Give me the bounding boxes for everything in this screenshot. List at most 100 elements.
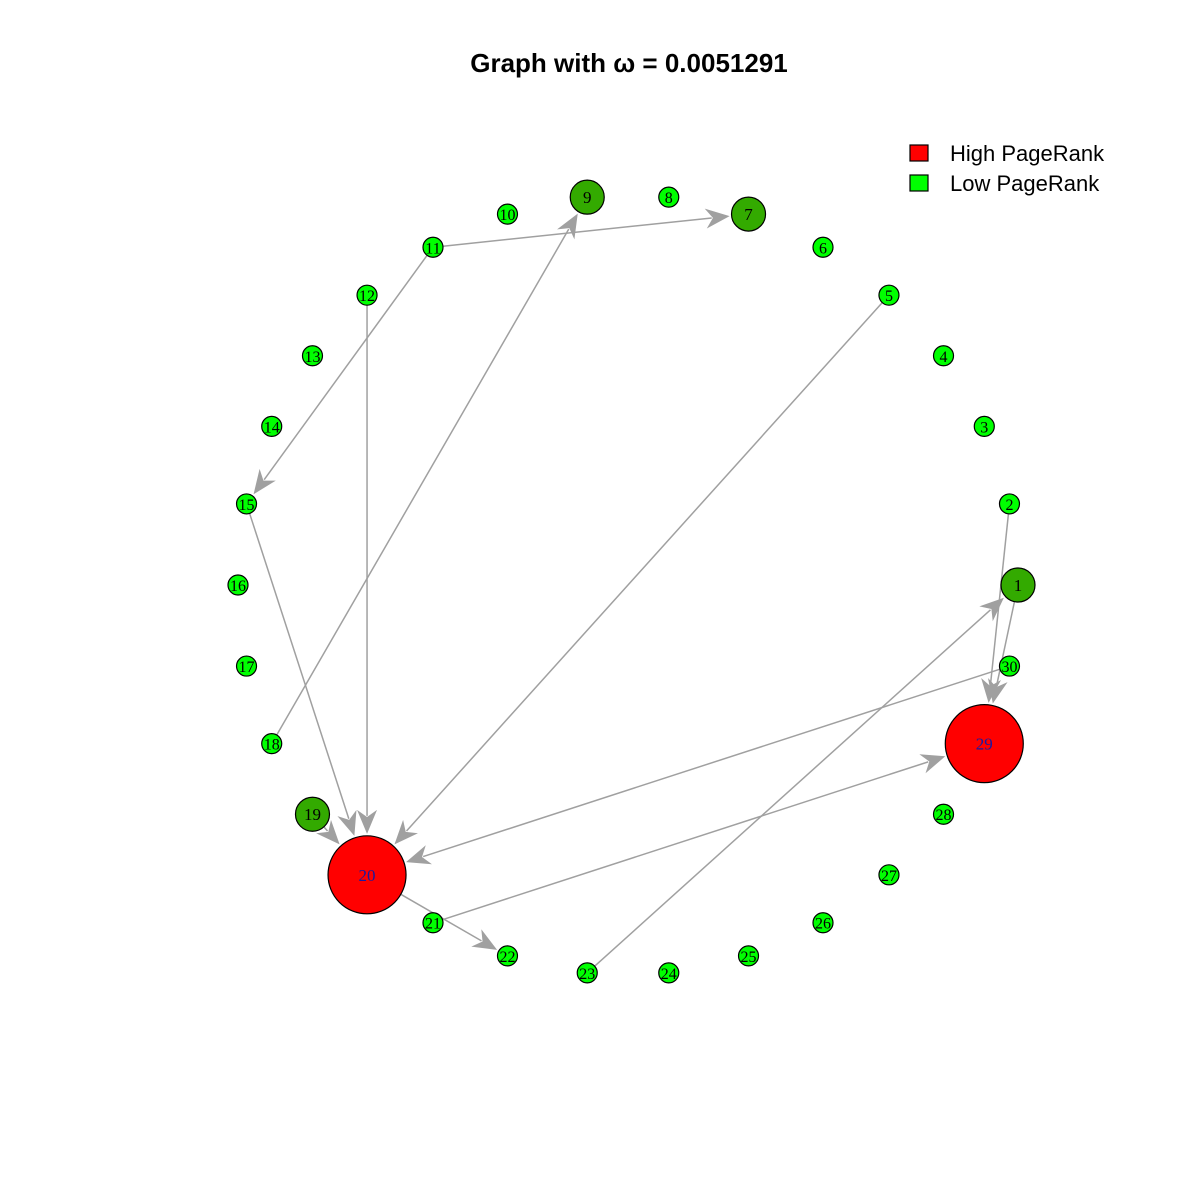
legend-label-high: High PageRank: [950, 141, 1105, 166]
node-circle-11: [422, 236, 444, 258]
node-circle-20: [327, 835, 407, 915]
arrowhead-19-to-20: [316, 819, 340, 845]
edge-11-to-7: [442, 217, 712, 247]
node-label-28: 28: [936, 807, 952, 824]
node-19: 19: [294, 796, 331, 832]
node-25: 25: [737, 945, 760, 967]
legend-label-low: Low PageRank: [950, 171, 1100, 196]
node-4: 4: [932, 345, 955, 367]
node-23: 23: [576, 962, 598, 984]
node-label-5: 5: [885, 288, 893, 305]
node-label-12: 12: [359, 288, 375, 305]
node-circle-25: [737, 945, 760, 967]
node-label-25: 25: [741, 949, 757, 966]
edge-30-to-20: [422, 668, 1001, 858]
node-10: 10: [496, 203, 519, 225]
node-circle-18: [261, 733, 283, 755]
node-label-1: 1: [1014, 576, 1023, 595]
node-29: 29: [944, 704, 1024, 784]
node-circle-1: [1000, 567, 1036, 603]
node-2: 2: [998, 493, 1021, 515]
node-circle-10: [496, 203, 519, 225]
node-circle-21: [422, 912, 444, 934]
arrowhead-15-to-20: [337, 809, 357, 836]
node-label-2: 2: [1005, 497, 1013, 514]
arrowhead-5-to-20: [394, 819, 418, 845]
node-22: 22: [496, 945, 519, 967]
node-circle-30: [998, 655, 1021, 677]
node-label-8: 8: [665, 190, 673, 207]
arrowhead-21-to-29: [919, 754, 946, 774]
node-label-4: 4: [940, 349, 948, 366]
node-30: 30: [998, 655, 1021, 677]
edge-1-to-29: [995, 601, 1016, 687]
edge-15-to-20: [248, 513, 350, 819]
node-label-16: 16: [230, 578, 246, 595]
node-label-18: 18: [264, 737, 280, 754]
edge-23-to-1: [594, 609, 992, 967]
node-label-6: 6: [819, 240, 827, 257]
edge-5-to-20: [405, 302, 883, 832]
node-9: 9: [569, 179, 605, 215]
node-26: 26: [812, 912, 834, 934]
node-circle-22: [496, 945, 519, 967]
arrowhead-1-to-29: [988, 677, 1008, 704]
node-circle-24: [658, 962, 680, 984]
edge-21-to-29: [442, 761, 929, 921]
node-16: 16: [227, 574, 249, 596]
node-label-22: 22: [499, 949, 515, 966]
node-circle-12: [356, 284, 378, 306]
node-circle-9: [569, 179, 605, 215]
node-18: 18: [261, 733, 283, 755]
chart-title: Graph with ω = 0.0051291: [470, 48, 788, 78]
arrowhead-23-to-1: [979, 597, 1004, 622]
node-circle-2: [998, 493, 1021, 515]
node-label-26: 26: [815, 916, 831, 933]
node-circle-19: [294, 796, 331, 832]
arrowhead-30-to-20: [406, 845, 432, 865]
node-21: 21: [422, 912, 444, 934]
arrowhead-20-to-22: [471, 929, 498, 950]
arrowhead-12-to-20: [357, 809, 378, 834]
node-circle-6: [812, 236, 834, 258]
node-label-20: 20: [359, 866, 376, 885]
node-label-9: 9: [583, 188, 592, 207]
node-circle-27: [878, 864, 900, 886]
node-11: 11: [422, 236, 444, 258]
node-circle-26: [812, 912, 834, 934]
node-circle-3: [973, 415, 995, 437]
node-circle-4: [932, 345, 955, 367]
node-12: 12: [356, 284, 378, 306]
node-label-14: 14: [264, 419, 280, 436]
node-20: 20: [327, 835, 407, 915]
node-3: 3: [973, 415, 995, 437]
node-28: 28: [932, 803, 955, 825]
node-circle-23: [576, 962, 598, 984]
node-label-10: 10: [499, 207, 515, 224]
legend-swatch-low: [909, 174, 929, 192]
node-circle-8: [658, 186, 680, 208]
node-7: 7: [730, 196, 767, 232]
node-circle-16: [227, 574, 249, 596]
node-6: 6: [812, 236, 834, 258]
node-circle-14: [261, 415, 283, 437]
node-label-30: 30: [1001, 659, 1017, 676]
node-label-11: 11: [425, 240, 440, 257]
node-label-19: 19: [304, 805, 321, 824]
node-label-15: 15: [239, 497, 255, 514]
node-circle-5: [878, 284, 900, 306]
node-circle-13: [301, 345, 324, 367]
edges: [248, 208, 1016, 967]
node-circle-28: [932, 803, 955, 825]
node-circle-17: [235, 655, 258, 677]
node-5: 5: [878, 284, 900, 306]
arrowhead-11-to-15: [253, 468, 276, 495]
node-label-17: 17: [239, 659, 255, 676]
node-13: 13: [301, 345, 324, 367]
edge-19-to-20: [323, 826, 329, 832]
node-27: 27: [878, 864, 900, 886]
arrowhead-18-to-9: [557, 213, 578, 240]
edge-11-to-15: [263, 254, 428, 481]
node-circle-29: [944, 704, 1024, 784]
